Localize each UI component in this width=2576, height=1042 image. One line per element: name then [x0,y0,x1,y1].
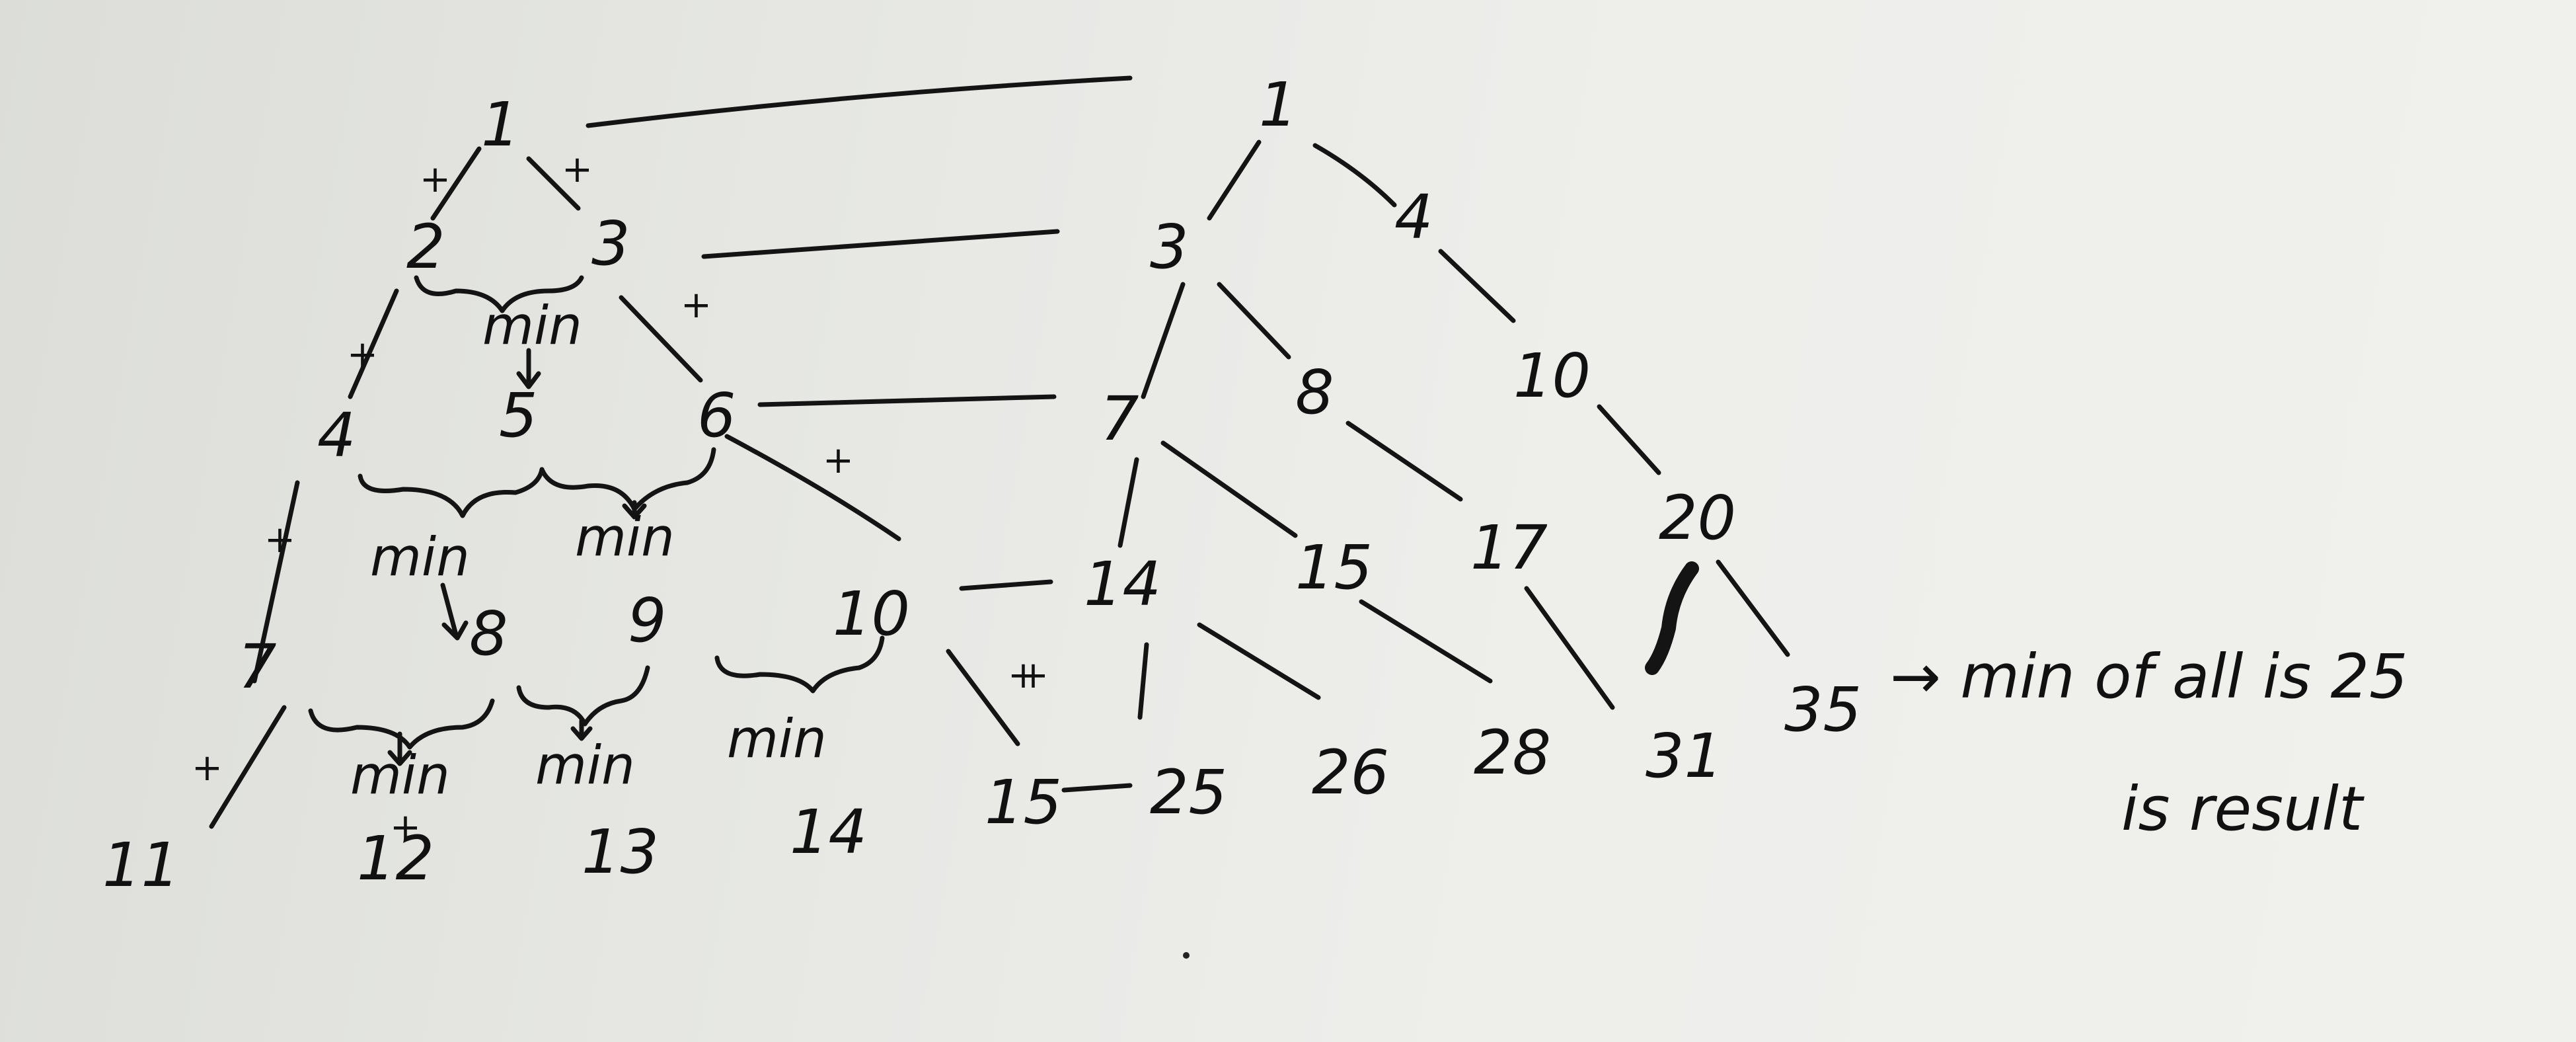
link-1-1 [586,75,1133,128]
ltree-node-4: 4 [317,400,356,471]
edge-3-6 [619,295,703,383]
note-line-2: is result [2121,774,2365,844]
link-6-7 [757,394,1057,407]
rtree-node-8: 8 [1295,357,1334,428]
ltree-min-c: min [575,506,675,568]
scribble-edge [1645,561,1699,675]
ltree-plus-1-3: + [562,148,593,191]
ltree-plus-1-2: + [420,158,451,201]
edge-r14-26 [1197,622,1321,700]
brace-4-5 [358,467,545,518]
ltree-node-5: 5 [499,380,538,451]
ltree-node-7: 7 [238,631,277,702]
ltree-node-9: 9 [628,585,667,656]
rtree-node-14: 14 [1084,549,1161,620]
rtree-node-17: 17 [1470,512,1548,583]
edge-1-3 [526,156,581,211]
ltree-node-13: 13 [582,817,659,887]
edge-r15-28 [1359,599,1493,684]
arrow-min-12 [387,731,412,766]
link-10-14 [959,579,1053,591]
edge-r20-35 [1716,559,1790,657]
edge-r1-3 [1207,140,1262,221]
edge-r10-20 [1597,404,1661,475]
left-tree-edges [209,146,901,829]
rtree-node-1: 1 [1259,69,1298,140]
right-tree-nodes: 1 3 4 7 8 10 14 15 17 20 25 26 28 31 35 … [985,69,1862,838]
rtree-node-20: 20 [1659,483,1736,553]
rtree-plus: + [1008,654,1039,697]
row-link-15: 15 [985,767,1062,838]
ltree-node-8: 8 [469,598,508,669]
edge-r7-14 [1118,457,1139,548]
ltree-node-12: 12 [357,823,434,894]
edge-r8-17 [1345,421,1463,502]
result-note: → min of all is 25 is result [1890,641,2408,844]
edge-1-2 [430,146,482,221]
arrow-min-5 [516,348,541,389]
arrow-min-8 [440,582,469,641]
ltree-plus-7-11: + [192,746,223,789]
arrow-min-b [622,500,647,520]
ink-dot [1183,952,1190,959]
note-line-1: → min of all is 25 [1890,641,2408,712]
ltree-min-e: min [535,735,635,796]
ltree-node-11: 11 [102,830,180,901]
ltree-plus-12: + [390,806,421,849]
ltree-min-d: min [350,744,450,806]
link-3-3 [701,229,1060,259]
edge-7-11 [209,705,287,829]
edge-r17-31 [1524,586,1615,710]
rtree-node-3: 3 [1150,212,1189,282]
ltree-plus-2-4: + [347,333,378,376]
dash-15-25 [1061,783,1133,793]
ltree-node-6: 6 [697,380,736,451]
ltree-plus-6-10: + [823,439,854,482]
ltree-node-1: 1 [481,89,520,160]
ltree-plus-4-7: + [264,518,295,561]
ltree-min-f: min [727,708,827,770]
rtree-node-31: 31 [1646,721,1723,791]
edge-r10-15 [946,649,1020,746]
edge-4-7 [252,480,300,684]
ltree-plus-3-6: + [681,284,712,327]
edge-6-10 [724,434,901,541]
rtree-node-15: 15 [1295,532,1373,603]
brace-7-8 [308,698,495,750]
ltree-node-2: 2 [406,212,445,282]
right-tree-edges [946,140,1790,793]
edge-r3-8 [1217,282,1291,360]
brace-8-9 [516,665,650,727]
ltree-node-3: 3 [591,208,630,279]
brace-2-3 [414,275,584,313]
ltree-node-10: 10 [833,579,910,649]
rtree-node-7: 7 [1100,383,1139,454]
edge-r4-10 [1438,249,1516,323]
rtree-node-26: 26 [1312,737,1389,808]
rtree-node-25: 25 [1150,757,1227,828]
cross-tree-links [586,75,1133,591]
rtree-node-10: 10 [1513,341,1591,411]
ltree-min-b: min [370,526,470,588]
rtree-plus-10-15: + [1018,654,1049,697]
edge-r7-15 [1160,440,1298,538]
arrow-min-13 [570,718,593,741]
rtree-node-35: 35 [1784,674,1862,745]
brace-9-10 [714,635,885,694]
left-tree-nodes: 1 2 3 4 5 6 7 8 9 10 11 12 13 14 + + + +… [102,89,1049,901]
edge-2-4 [348,288,399,399]
edge-r14-25 [1137,642,1149,720]
ltree-min-a: min [482,295,582,356]
brace-5-6 [539,447,716,512]
ltree-node-14: 14 [790,797,867,867]
rtree-node-28: 28 [1474,717,1551,788]
rtree-node-4: 4 [1394,182,1433,253]
edge-r1-4 [1312,143,1397,208]
edge-r3-7 [1141,282,1186,399]
